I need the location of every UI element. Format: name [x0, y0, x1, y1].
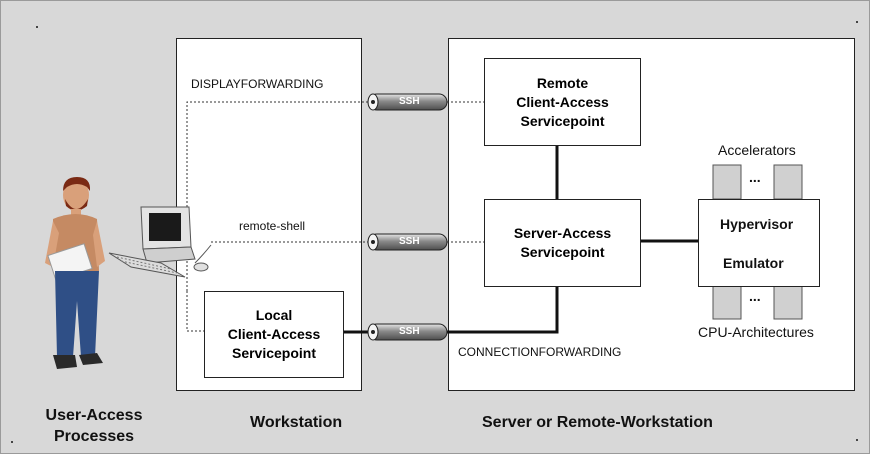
local-client-access-servicepoint-label: Local Client-Access Servicepoint: [227, 307, 321, 361]
user-access-processes-title: User-Access Processes: [45, 407, 143, 445]
user-figure-icon: [45, 177, 105, 369]
hypervisor-emulator-box: Hypervisor Emulator: [698, 199, 820, 287]
ssh-to-server: [447, 287, 559, 334]
ssh-tunnel-display: [367, 93, 448, 111]
corner-mark: [856, 21, 858, 23]
ssh-label: SSH: [399, 96, 420, 107]
cpu-tile: [712, 284, 742, 320]
ssh-label: SSH: [399, 236, 420, 247]
corner-mark: [36, 26, 38, 28]
server-access-servicepoint-box: Server-Access Servicepoint: [484, 199, 641, 287]
local-client-access-servicepoint-box: Local Client-Access Servicepoint: [204, 291, 344, 378]
cpu-ellipsis: ...: [749, 288, 761, 304]
ssh-label: SSH: [399, 326, 420, 337]
remote-client-access-servicepoint-label: Remote Client-Access Servicepoint: [516, 74, 609, 129]
accelerators-label: Accelerators: [718, 142, 796, 158]
accelerator-tile: [712, 164, 742, 200]
display-link-left: [186, 101, 369, 291]
remote-shell-label: remote-shell: [239, 219, 306, 233]
corner-mark: [11, 441, 13, 443]
computer-icon: [108, 206, 212, 278]
ssh-tunnel-connection: [367, 323, 448, 341]
ssh-tunnel-shell: [367, 233, 448, 251]
workstation-title: Workstation: [250, 414, 343, 431]
displayforwarding-label: DISPLAYFORWARDING: [191, 77, 324, 91]
corner-mark: [856, 439, 858, 441]
cpu-tile: [773, 284, 803, 320]
emulator-label: Emulator: [723, 255, 784, 271]
server-or-remote-workstation-title: Server or Remote-Workstation: [482, 414, 713, 431]
cpu-architectures-label: CPU-Architectures: [698, 324, 814, 340]
local-link: [186, 291, 204, 332]
server-access-servicepoint-label: Server-Access Servicepoint: [513, 225, 612, 260]
accelerator-tile: [773, 164, 803, 200]
remote-client-access-servicepoint-box: Remote Client-Access Servicepoint: [484, 58, 641, 146]
hypervisor-label: Hypervisor: [720, 216, 794, 232]
connectionforwarding-label: CONNECTIONFORWARDING: [458, 345, 622, 359]
accelerators-ellipsis: ...: [749, 169, 761, 185]
